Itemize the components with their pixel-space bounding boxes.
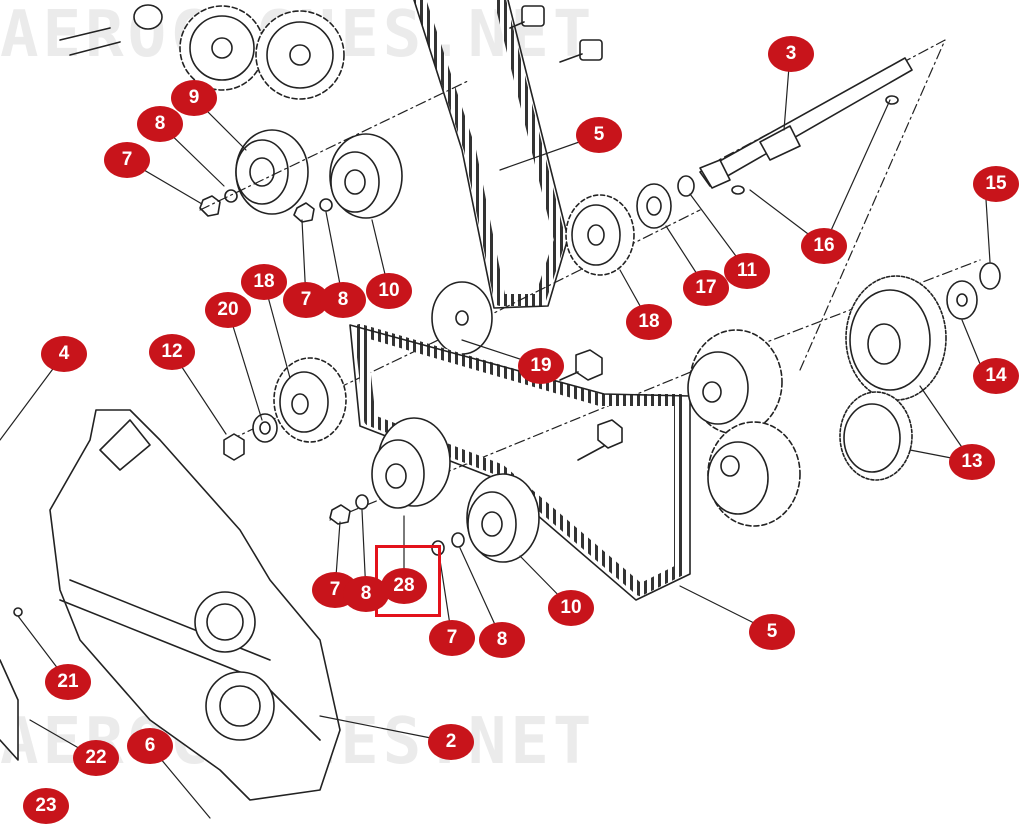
callout-7[interactable]: 7 bbox=[104, 142, 150, 178]
callout-6[interactable]: 6 bbox=[127, 728, 173, 764]
callout-10[interactable]: 10 bbox=[366, 273, 412, 309]
callout-19[interactable]: 19 bbox=[518, 348, 564, 384]
callout-8[interactable]: 8 bbox=[137, 106, 183, 142]
callout-12[interactable]: 12 bbox=[149, 334, 195, 370]
callout-4[interactable]: 4 bbox=[41, 336, 87, 372]
callout-14[interactable]: 14 bbox=[973, 358, 1019, 394]
callout-22[interactable]: 22 bbox=[73, 740, 119, 776]
callout-18[interactable]: 18 bbox=[241, 264, 287, 300]
crank-sprocket-group bbox=[223, 357, 347, 461]
timing-cover bbox=[49, 409, 341, 801]
callout-16[interactable]: 16 bbox=[801, 228, 847, 264]
washer-and-circlip bbox=[636, 175, 695, 229]
top-cam-pulleys bbox=[59, 4, 345, 100]
callout-5[interactable]: 5 bbox=[749, 614, 795, 650]
lower-idler-group bbox=[329, 417, 540, 563]
callout-28[interactable]: 28 bbox=[381, 568, 427, 604]
intermediate-shaft bbox=[699, 57, 913, 195]
callout-8[interactable]: 8 bbox=[320, 282, 366, 318]
callout-5[interactable]: 5 bbox=[576, 117, 622, 153]
top-bolts bbox=[509, 5, 603, 63]
callout-18[interactable]: 18 bbox=[626, 304, 672, 340]
callout-21[interactable]: 21 bbox=[45, 664, 91, 700]
callout-7[interactable]: 7 bbox=[429, 620, 475, 656]
accessory-gears bbox=[839, 262, 1001, 481]
callout-8[interactable]: 8 bbox=[479, 622, 525, 658]
callout-3[interactable]: 3 bbox=[768, 36, 814, 72]
right-cam-pulleys bbox=[577, 329, 801, 527]
line-art bbox=[0, 0, 1001, 819]
callout-17[interactable]: 17 bbox=[683, 270, 729, 306]
callout-11[interactable]: 11 bbox=[724, 253, 770, 289]
callout-23[interactable]: 23 bbox=[23, 788, 69, 824]
callout-20[interactable]: 20 bbox=[205, 292, 251, 328]
upper-sprocket bbox=[565, 194, 635, 276]
upper-idler-group bbox=[199, 129, 403, 223]
callout-13[interactable]: 13 bbox=[949, 444, 995, 480]
callout-2[interactable]: 2 bbox=[428, 724, 474, 760]
small-fasteners bbox=[0, 607, 23, 761]
callout-15[interactable]: 15 bbox=[973, 166, 1019, 202]
callout-10[interactable]: 10 bbox=[548, 590, 594, 626]
callout-9[interactable]: 9 bbox=[171, 80, 217, 116]
